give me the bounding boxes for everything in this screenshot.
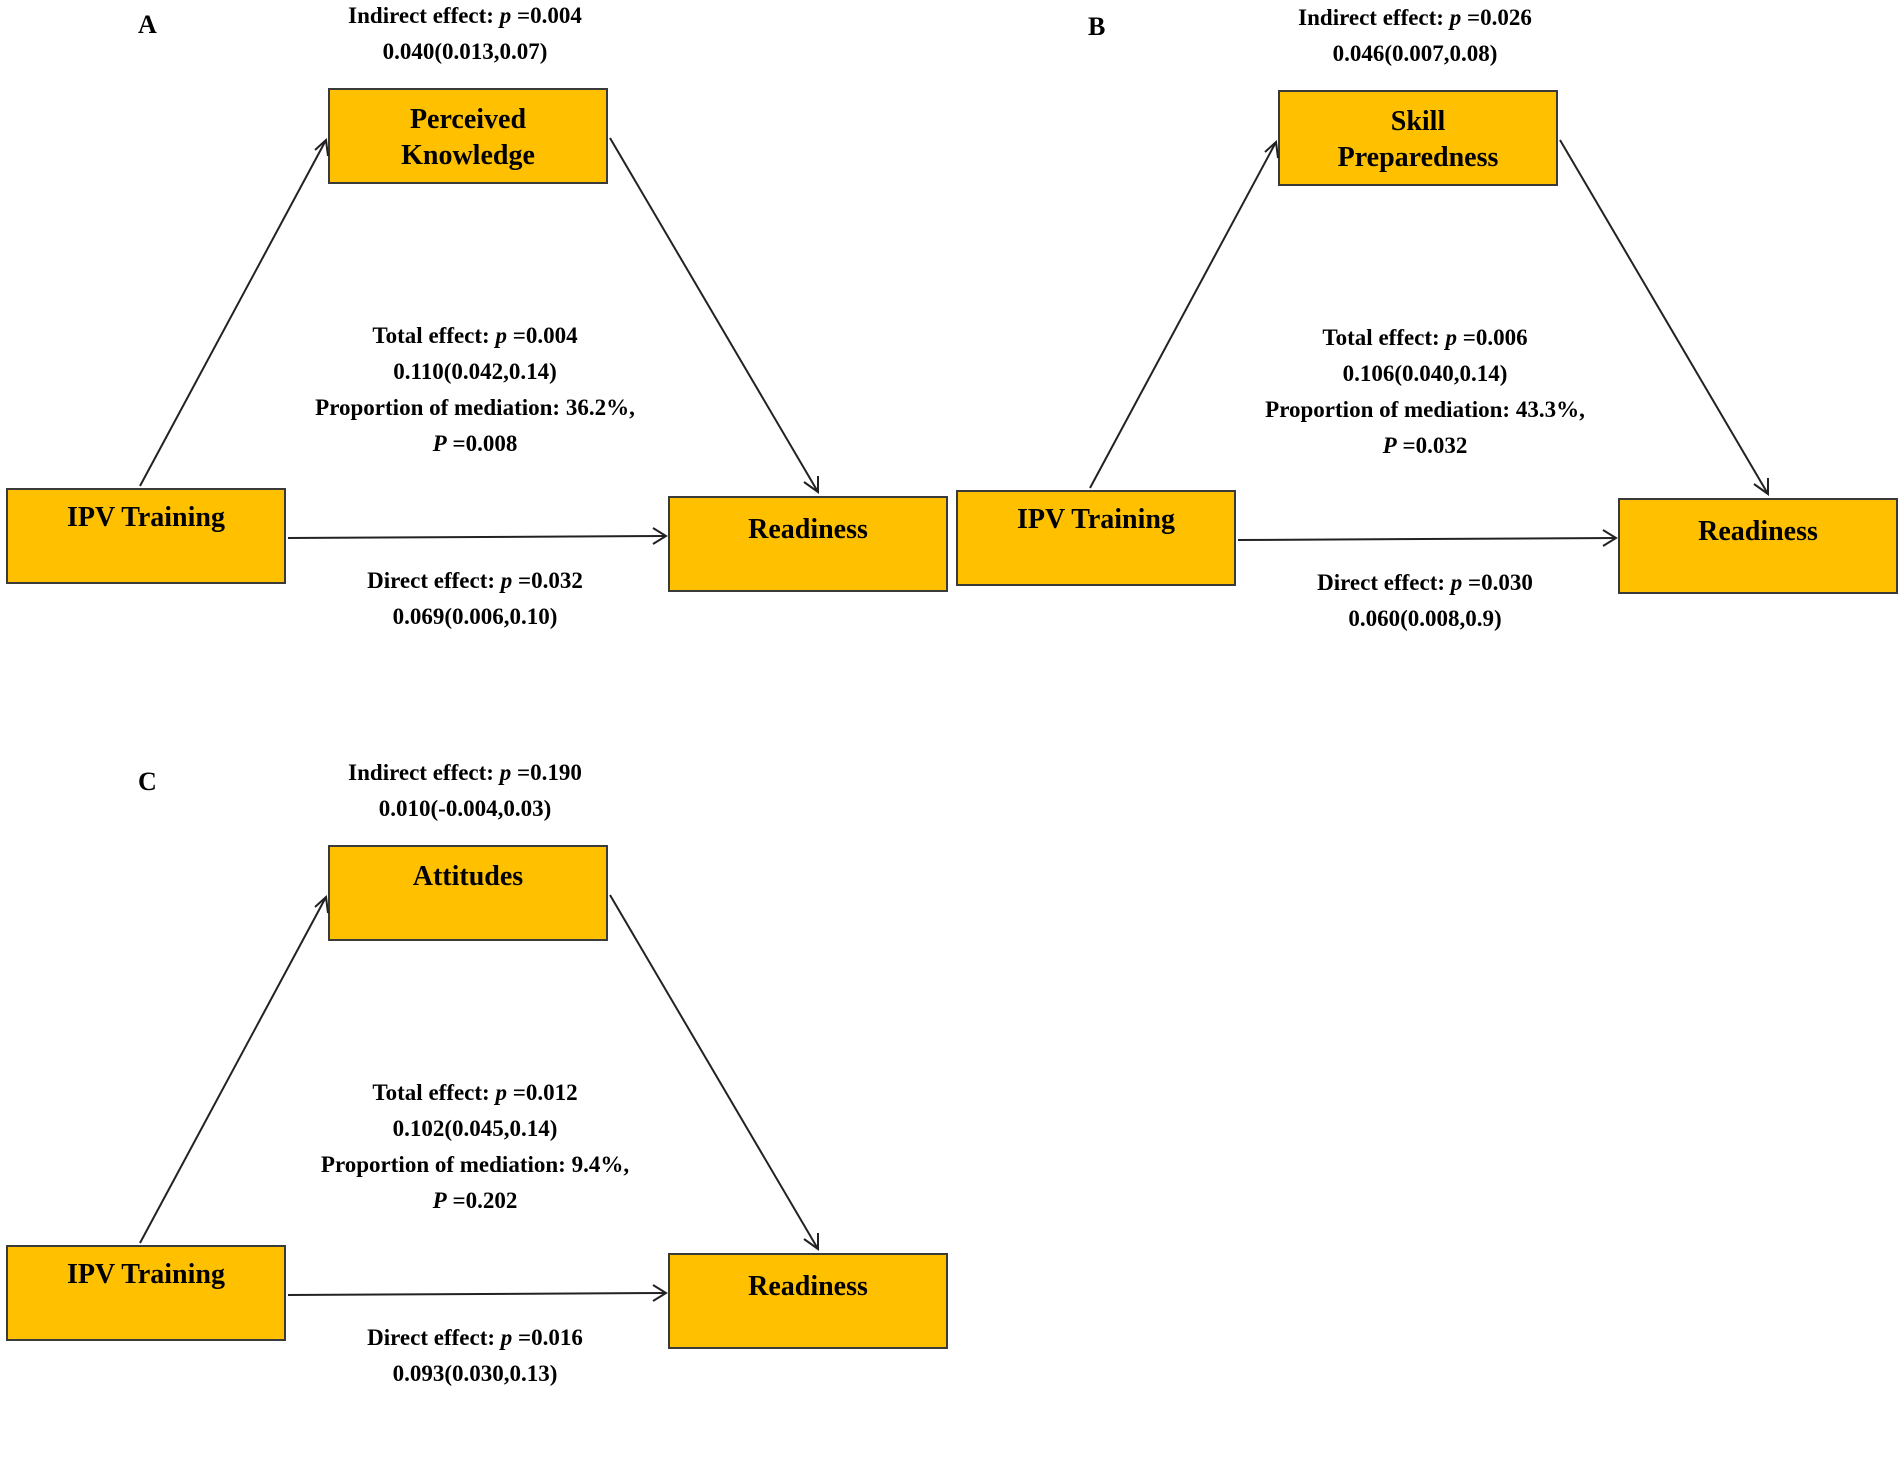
arrow-exposure-to-outcome (287, 1292, 667, 1296)
arrow-exposure-to-outcome (1237, 537, 1617, 541)
direct-effect-label: Direct effect: p =0.032 0.069(0.006,0.10… (367, 568, 583, 629)
arrow-mediator-to-outcome (1559, 139, 1769, 495)
arrow-mediator-to-outcome (609, 894, 819, 1250)
arrowhead (803, 1233, 819, 1251)
indirect-effect-label: Indirect effect: p =0.026 0.046(0.007,0.… (1298, 5, 1532, 66)
arrowhead (1602, 529, 1618, 547)
panel-label: A (138, 10, 157, 39)
outcome-box: Readiness (1618, 498, 1898, 594)
total-effect-label: Total effect: p =0.004 0.110(0.042,0.14)… (315, 323, 635, 456)
arrowhead (652, 1284, 668, 1302)
exposure-box: IPV Training (956, 490, 1236, 586)
path-arrows (139, 894, 819, 1302)
arrowhead (652, 527, 668, 545)
arrow-exposure-to-outcome (287, 535, 667, 539)
indirect-effect-label: Indirect effect: p =0.004 0.040(0.013,0.… (348, 3, 582, 64)
exposure-box: IPV Training (6, 488, 286, 584)
mediator-box: Attitudes (328, 845, 608, 941)
outcome-box: Readiness (668, 1253, 948, 1349)
total-effect-label: Total effect: p =0.012 0.102(0.045,0.14)… (320, 1080, 630, 1213)
direct-effect-label: Direct effect: p =0.016 0.093(0.030,0.13… (367, 1325, 583, 1386)
exposure-box: IPV Training (6, 1245, 286, 1341)
outcome-box: Readiness (668, 496, 948, 592)
arrowhead (1753, 478, 1769, 496)
mediation-diagram-a: A Indirect effect: p =0.004 0.040(0.013,… (0, 0, 960, 700)
arrowhead (803, 476, 819, 494)
arrow-exposure-to-mediator (1089, 141, 1277, 489)
panel-label: C (138, 767, 157, 796)
mediation-diagram-b: B Indirect effect: p =0.026 0.046(0.007,… (950, 2, 1902, 702)
path-arrows (139, 137, 819, 545)
mediation-diagram-c: C Indirect effect: p =0.190 0.010(-0.004… (0, 757, 960, 1457)
arrow-exposure-to-mediator (139, 896, 327, 1244)
arrowhead (314, 894, 329, 914)
arrow-exposure-to-mediator (139, 139, 327, 487)
path-arrows (1089, 139, 1769, 547)
arrow-mediator-to-outcome (609, 137, 819, 493)
direct-effect-label: Direct effect: p =0.030 0.060(0.008,0.9) (1317, 570, 1533, 631)
total-effect-label: Total effect: p =0.006 0.106(0.040,0.14)… (1265, 325, 1585, 458)
indirect-effect-label: Indirect effect: p =0.190 0.010(-0.004,0… (348, 760, 582, 821)
panel-label: B (1088, 12, 1106, 41)
arrowhead (1264, 139, 1279, 159)
arrowhead (314, 137, 329, 157)
